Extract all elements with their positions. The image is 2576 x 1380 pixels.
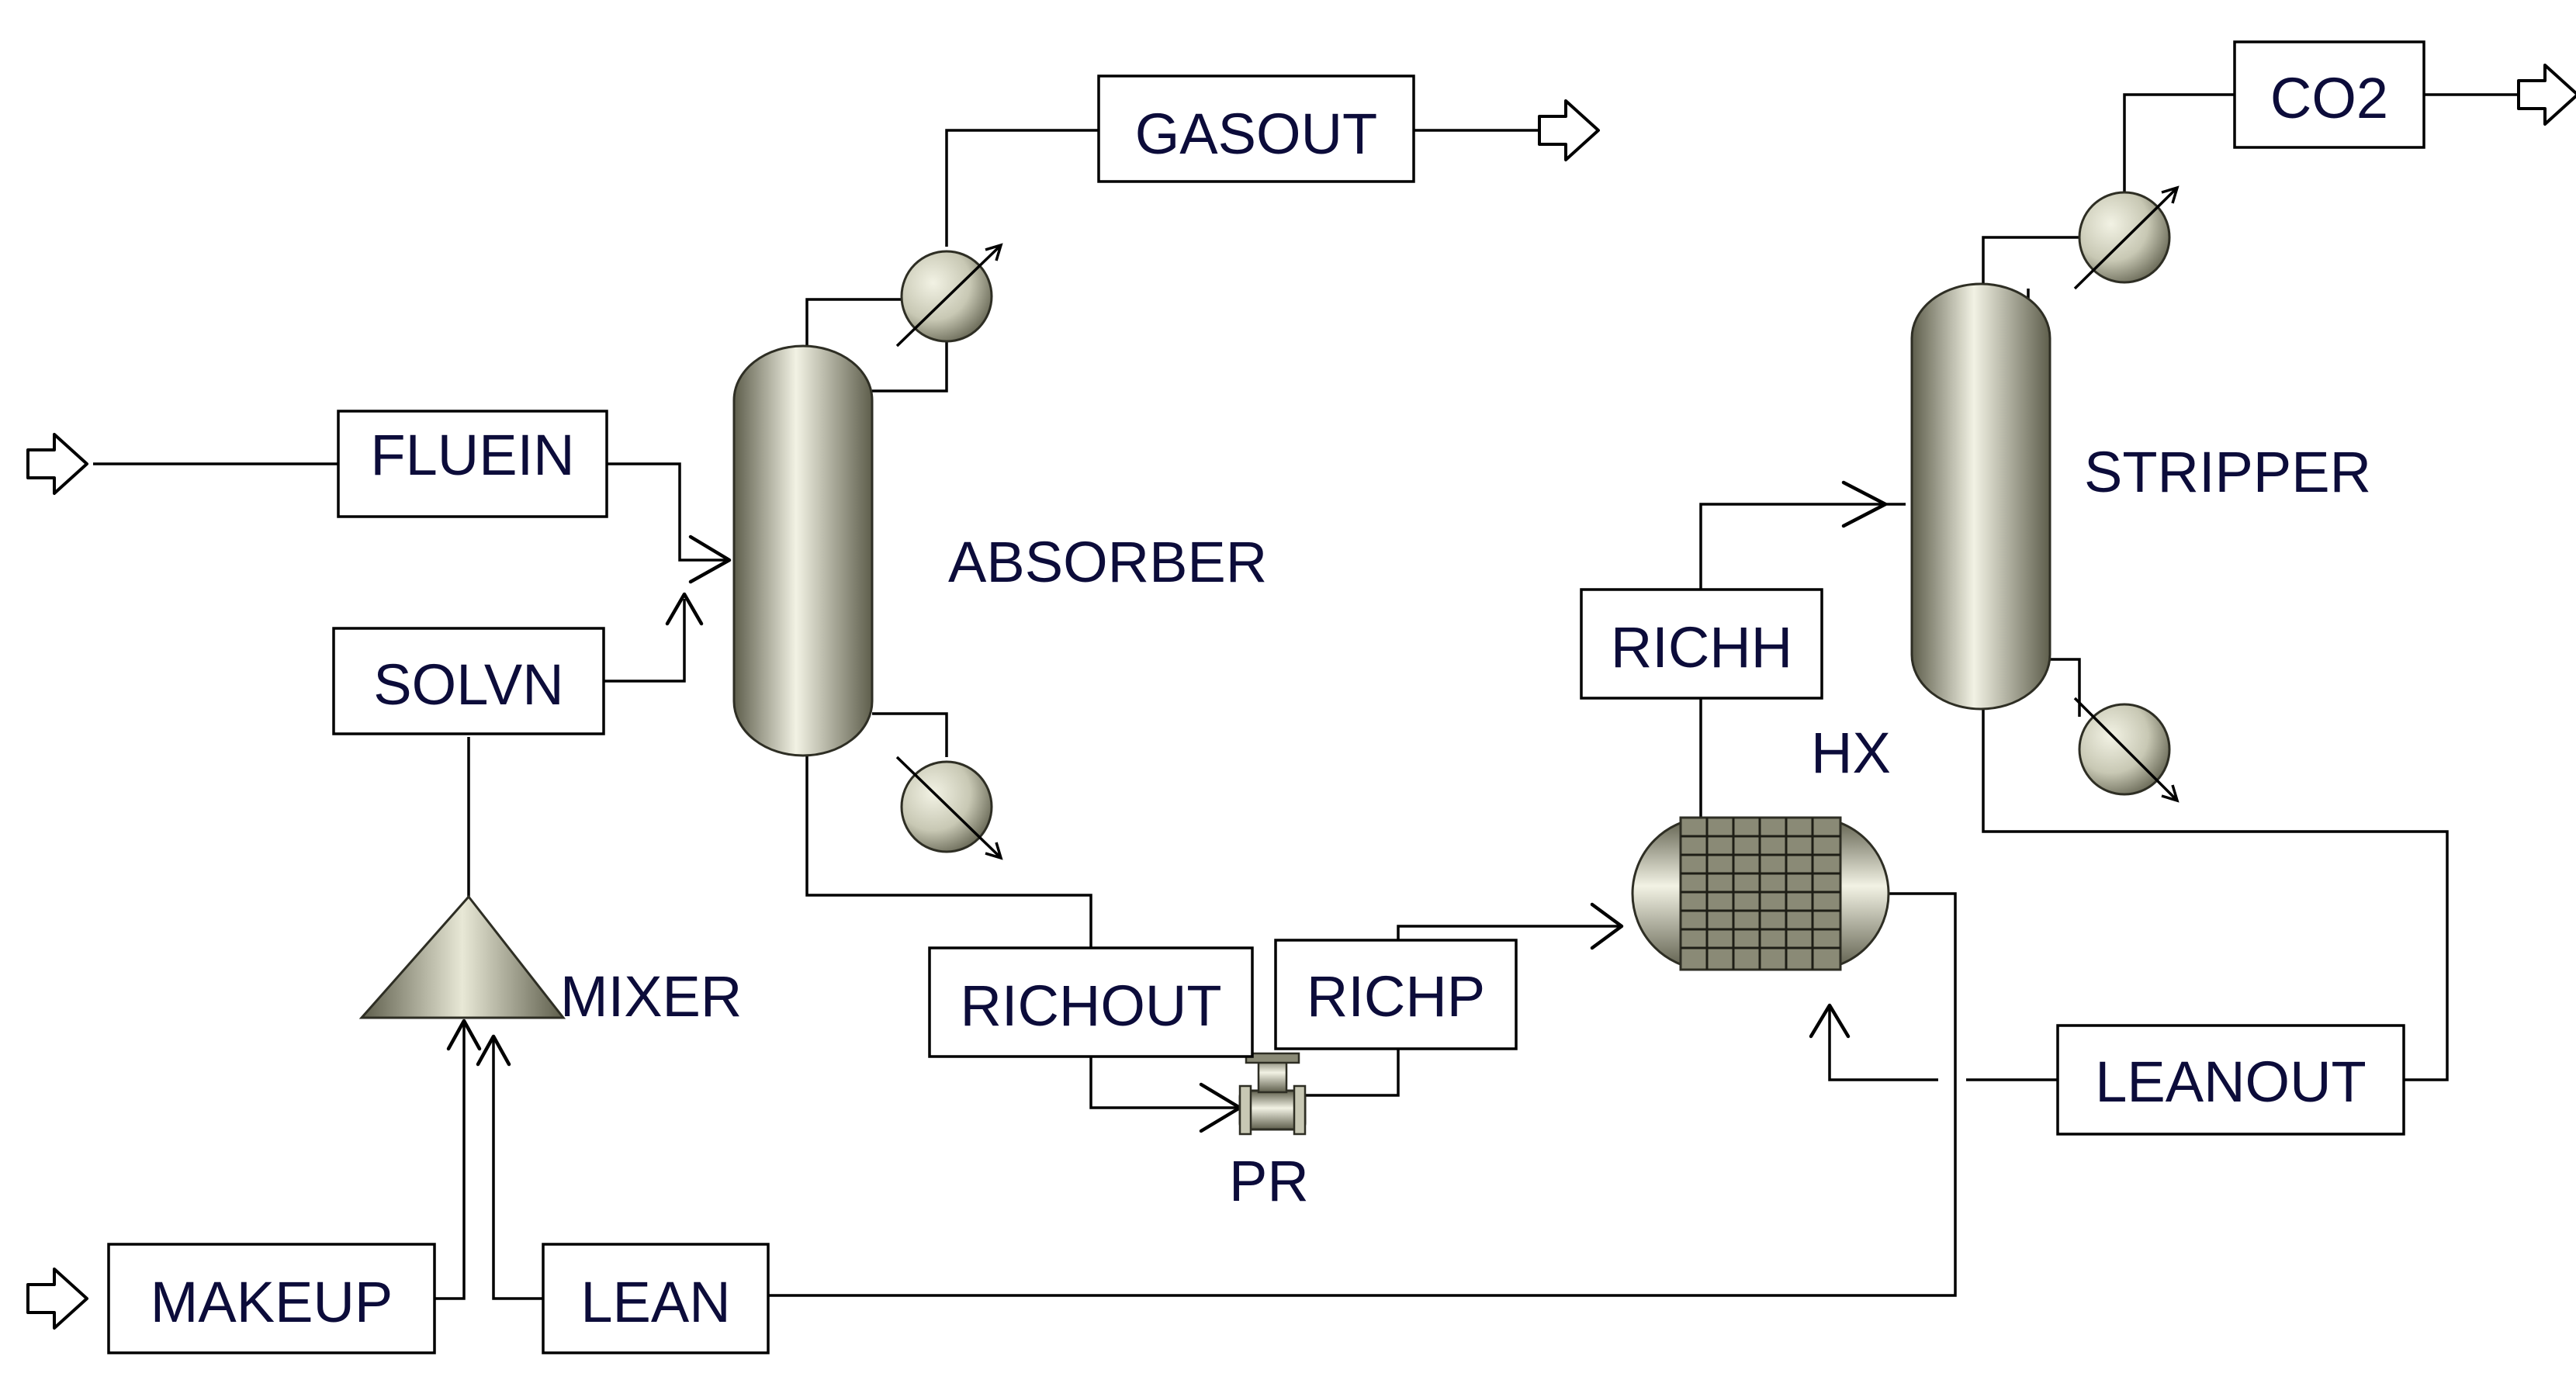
- stream-name: MAKEUP: [151, 1270, 393, 1334]
- absorber-reboiler[interactable]: [895, 756, 1003, 860]
- absorber-condenser[interactable]: [895, 243, 1003, 348]
- stream-label-co2[interactable]: CO2: [2233, 40, 2425, 149]
- absorber-column[interactable]: [732, 344, 874, 757]
- stream-name: RICHH: [1611, 615, 1792, 680]
- stripper-bottoms-line[interactable]: [1982, 658, 2449, 1081]
- stream-name: RICHP: [1307, 964, 1485, 1029]
- stream-label-fluein[interactable]: FLUEIN: [337, 410, 608, 518]
- stream-label-richp[interactable]: RICHP: [1274, 939, 1518, 1050]
- pr-valve[interactable]: [1238, 1052, 1307, 1136]
- co2-line[interactable]: [2123, 93, 2519, 192]
- stream-label-makeup[interactable]: MAKEUP: [107, 1243, 436, 1354]
- stream-label-solvn[interactable]: SOLVN: [332, 627, 605, 735]
- lean-to-mixer-line[interactable]: [492, 1038, 543, 1300]
- fluein-line[interactable]: [93, 462, 729, 562]
- solvn-line[interactable]: [604, 599, 686, 683]
- stream-name: RICHOUT: [960, 974, 1221, 1038]
- valve-icon: [1238, 1052, 1307, 1136]
- stream-name: CO2: [2270, 66, 2388, 130]
- gasout-line[interactable]: [945, 129, 1539, 247]
- feed-ports: [26, 64, 2576, 1330]
- stripper-reboiler[interactable]: [2073, 697, 2180, 803]
- distillation-column-icon: [732, 344, 874, 757]
- gasout-product-port-icon[interactable]: [1538, 99, 1600, 161]
- stream-arrowheads: [446, 480, 1888, 1133]
- co2-product-port-icon[interactable]: [2517, 64, 2576, 126]
- makeup-line[interactable]: [435, 1022, 466, 1300]
- exchanger-diagonal-arrow-icon: [895, 243, 1003, 348]
- pr-label[interactable]: PR: [1229, 1149, 1309, 1213]
- absorber-overhead-line[interactable]: [805, 298, 908, 346]
- stream-name: LEAN: [580, 1270, 730, 1334]
- stream-name: LEANOUT: [2095, 1050, 2367, 1114]
- richh-line[interactable]: [1699, 503, 1906, 818]
- exchanger-diagonal-arrow-icon: [2073, 697, 2180, 803]
- hx-label[interactable]: HX: [1811, 721, 1891, 785]
- stream-label-lean[interactable]: LEAN: [542, 1243, 770, 1354]
- heat-exchanger-icon: [2078, 191, 2171, 284]
- stream-name: FLUEIN: [370, 423, 574, 487]
- solvn-arrowhead: [665, 592, 704, 626]
- richp-arrowhead: [1590, 902, 1624, 950]
- mixer-block[interactable]: [358, 894, 566, 1019]
- mixer-label[interactable]: MIXER: [560, 964, 742, 1029]
- stripper-condenser[interactable]: [2073, 185, 2180, 290]
- lean-line[interactable]: [768, 892, 1957, 1297]
- leanout-arrowhead: [1809, 1003, 1851, 1039]
- leanout-line[interactable]: [1828, 1007, 2058, 1081]
- makeup-feed-port-icon[interactable]: [26, 1268, 88, 1330]
- stripper-column[interactable]: [1910, 282, 2051, 711]
- distillation-column-icon: [1910, 282, 2051, 711]
- tube-bundle: [1679, 816, 1842, 971]
- stream-name: SOLVN: [373, 652, 563, 717]
- stream-label-gasout[interactable]: GASOUT: [1097, 74, 1415, 183]
- richh-arrowhead: [1841, 480, 1888, 528]
- fluein-feed-port-icon[interactable]: [26, 433, 88, 495]
- richout-line[interactable]: [805, 754, 1240, 1109]
- stripper-label[interactable]: STRIPPER: [2084, 440, 2371, 504]
- lean-to-mixer-arrowhead: [476, 1034, 511, 1067]
- stream-label-leanout[interactable]: LEANOUT: [2056, 1024, 2405, 1136]
- stream-label-richh[interactable]: RICHH: [1580, 588, 1823, 700]
- stream-label-richout[interactable]: RICHOUT: [928, 946, 1254, 1058]
- mixer-cone-icon: [358, 894, 566, 1019]
- absorber-bottoms-line[interactable]: [872, 712, 948, 757]
- block-labels: ABSORBER STRIPPER MIXER HX PR: [560, 440, 2371, 1213]
- stream-name: GASOUT: [1135, 102, 1377, 166]
- exchanger-diagonal-arrow-icon: [2073, 185, 2180, 290]
- absorber-label[interactable]: ABSORBER: [948, 530, 1267, 594]
- makeup-arrowhead: [446, 1019, 482, 1051]
- hx-exchanger[interactable]: [1631, 816, 1890, 971]
- exchanger-diagonal-arrow-icon: [895, 756, 1003, 860]
- absorber-reflux-line[interactable]: [872, 341, 948, 393]
- fluein-arrowhead: [688, 534, 732, 584]
